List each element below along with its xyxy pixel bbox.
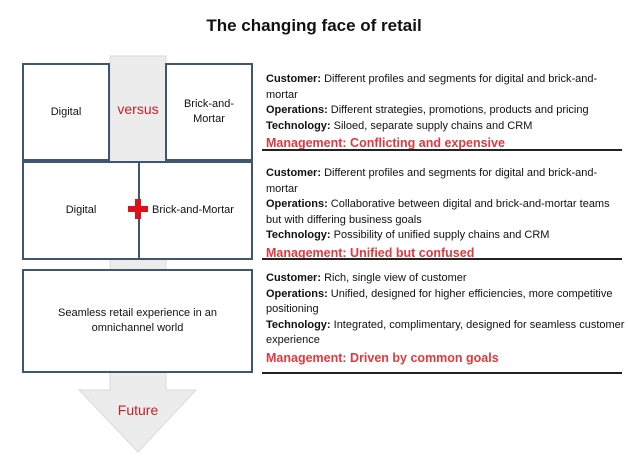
digital-label: Digital: [65, 204, 97, 216]
row3-description: Customer: Rich, single view of customer …: [266, 272, 625, 365]
brick-and-mortar-box: Brick-and-Mortar: [165, 63, 253, 161]
versus-label: versus: [117, 101, 159, 117]
row2-description: Customer: Different profiles and segment…: [266, 166, 626, 262]
separator: [262, 372, 622, 374]
management-line: Management: Conflicting and expensive: [266, 136, 505, 150]
digital-box: Digital: [22, 63, 110, 161]
omnichannel-box: Seamless retail experience in an omnicha…: [22, 269, 253, 373]
row1-description: Customer: Different profiles and segment…: [266, 72, 626, 152]
separator: [262, 258, 622, 260]
brick-and-mortar-label: Brick-and-Mortar: [152, 204, 234, 216]
digital-plus-brick-box: Digital Brick-and-Mortar: [22, 161, 253, 260]
separator: [262, 149, 622, 151]
future-label: Future: [117, 402, 159, 418]
page-title: The changing face of retail: [206, 16, 422, 35]
management-line: Management: Driven by common goals: [266, 350, 499, 365]
management-line: Management: Unified but confused: [266, 245, 475, 260]
red-plus-icon: [128, 199, 148, 219]
